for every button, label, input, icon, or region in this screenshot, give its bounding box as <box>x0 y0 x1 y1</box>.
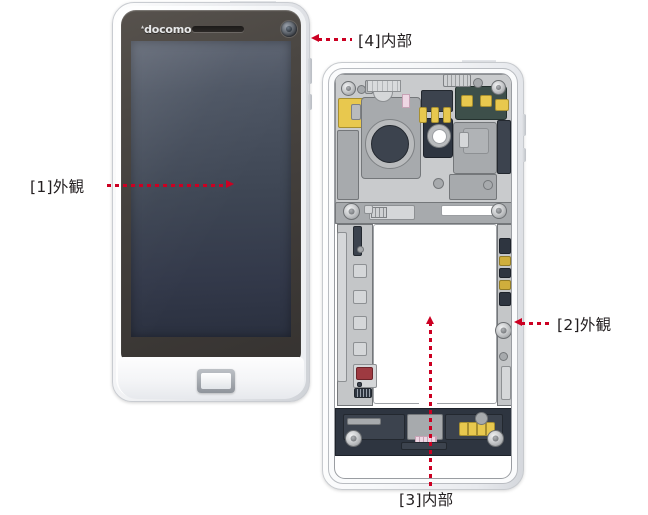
leader-line-2 <box>521 322 551 325</box>
camera-lens-inner <box>371 125 409 163</box>
screw-hole-right-lower <box>499 352 508 361</box>
vibration-motor <box>475 412 488 425</box>
phone-front-face: ▲docomo <box>121 10 301 362</box>
rail-clip-2 <box>353 290 367 304</box>
contact-spring-right <box>473 78 483 88</box>
earpiece-speaker-icon <box>192 26 244 32</box>
front-camera-icon <box>281 21 297 37</box>
right-rail-contact-block-a <box>499 238 511 254</box>
rail-screw-hole <box>357 246 364 253</box>
shield-can-grid <box>367 80 401 92</box>
docomo-logo: ▲docomo <box>141 23 192 36</box>
left-rail-outer-strip <box>337 232 347 382</box>
contact-pad-center-a <box>419 107 427 123</box>
screw-top-left <box>341 81 356 96</box>
callout-label-3: [3]内部 <box>399 491 454 509</box>
display-screen[interactable] <box>131 41 291 337</box>
leader-arrow-2-icon <box>514 318 522 326</box>
screw-crossbar-right <box>491 203 507 219</box>
internal-side-button-lower[interactable] <box>522 148 526 162</box>
phone-front-exterior: ▲docomo <box>112 1 312 402</box>
right-rail-contact-block-b <box>499 268 511 278</box>
home-button[interactable] <box>197 369 235 393</box>
right-rail-strip <box>501 366 511 400</box>
rail-clip-3 <box>353 316 367 330</box>
mic-bracket <box>347 418 381 425</box>
callout-label-4: [4]内部 <box>358 32 413 50</box>
battery-bay-notch <box>419 400 437 408</box>
screw-bottom-right <box>487 430 504 447</box>
flex-cable-pink-upper <box>402 94 410 108</box>
board-gold-pad-a <box>461 95 473 107</box>
battery-connector <box>356 367 373 380</box>
internal-components-area <box>334 73 512 479</box>
screw-top-right <box>491 80 506 95</box>
leader-arrow-4-icon <box>311 34 319 42</box>
battery-compartment <box>373 224 497 404</box>
right-rail-contact-block-c <box>499 292 511 306</box>
power-button[interactable] <box>308 94 312 110</box>
leader-line-3 <box>429 322 432 487</box>
leader-arrow-1-icon <box>226 180 234 188</box>
usb-port-housing <box>401 442 447 450</box>
chassis-strut-left <box>337 130 359 200</box>
internal-side-button-upper[interactable] <box>522 114 526 136</box>
leader-line-1 <box>107 184 227 187</box>
callout-label-2: [2]外観 <box>557 316 612 334</box>
rail-clip-1 <box>353 264 367 278</box>
speaker-port <box>459 132 469 148</box>
sim-slot-grid <box>371 207 387 218</box>
screw-right-rail <box>495 322 511 339</box>
screw-mid-left <box>343 203 360 220</box>
flash-lens <box>432 129 447 144</box>
connector-flex <box>354 388 372 398</box>
phone-chin <box>118 357 304 399</box>
contact-pad-center-c <box>443 107 451 123</box>
contact-pad-center-b <box>431 107 439 123</box>
leader-line-4 <box>318 38 352 41</box>
logo-mark-icon: ▲ <box>141 24 145 30</box>
docomo-logo-text: docomo <box>144 23 192 36</box>
right-edge-component <box>497 120 511 174</box>
volume-button[interactable] <box>308 58 312 84</box>
antenna-wire-bundle <box>443 74 471 87</box>
board-gold-pad-b <box>480 95 492 107</box>
antenna-black-strip <box>353 226 362 256</box>
screw-bottom-left <box>345 430 362 447</box>
callout-label-1: [1]外観 <box>30 178 85 196</box>
leader-arrow-3-icon <box>426 316 434 324</box>
antenna-gold-contact-a <box>499 256 511 266</box>
loudspeaker-grille <box>407 414 443 440</box>
phone-internal-view <box>322 60 526 490</box>
screw-lower-right-board <box>483 180 493 190</box>
connector-pin-a <box>357 382 362 387</box>
antenna-gold-contact-b <box>499 280 511 290</box>
antenna-gold-pad-right <box>495 99 509 111</box>
screw-mid-right <box>433 178 444 189</box>
small-bracket-crossbar <box>364 205 373 214</box>
bracket-left-upper <box>351 104 361 120</box>
rail-clip-4 <box>353 342 367 356</box>
